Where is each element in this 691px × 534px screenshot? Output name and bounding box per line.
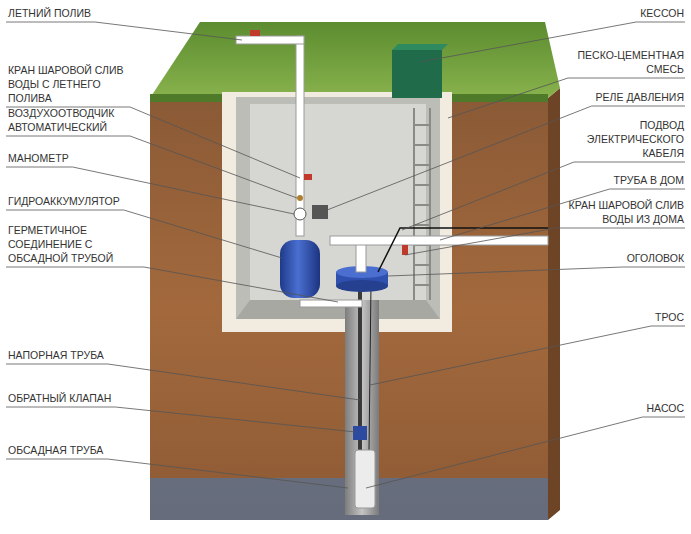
callout-label: ГИДРОАККУМУЛЯТОР bbox=[8, 194, 120, 208]
callout-label: МАНОМЕТР bbox=[8, 151, 69, 165]
callout-label: НАПОРНАЯ ТРУБА bbox=[8, 348, 104, 362]
caisson-lid bbox=[392, 50, 442, 98]
leader-line bbox=[405, 228, 556, 255]
leader-line bbox=[643, 417, 685, 418]
leader-line bbox=[448, 78, 568, 118]
summer-pipe-top bbox=[236, 36, 304, 44]
ladder bbox=[414, 108, 430, 300]
leader-line bbox=[6, 267, 144, 268]
callout-label: ЛЕТНИЙ ПОЛИВ bbox=[8, 6, 91, 20]
leader-line bbox=[366, 417, 643, 488]
pressure-pipe bbox=[358, 284, 362, 450]
leader-line bbox=[636, 22, 685, 23]
leader-line bbox=[556, 228, 685, 229]
leader-line bbox=[440, 189, 610, 240]
callout-label: ГЕРМЕТИЧНОЕ СОЕДИНЕНИЕ С ОБСАДНОЙ ТРУБОЙ bbox=[8, 223, 140, 265]
leader-line bbox=[6, 22, 95, 23]
leader-line bbox=[370, 326, 651, 385]
hydro-tank bbox=[280, 240, 320, 298]
leader-line bbox=[108, 364, 360, 400]
caisson-floor bbox=[236, 300, 440, 319]
leader-line bbox=[6, 136, 130, 137]
leader-line bbox=[388, 267, 623, 276]
leader-line bbox=[124, 210, 282, 258]
leader-line bbox=[107, 459, 348, 488]
house-pipe bbox=[330, 236, 548, 245]
callout-label: РЕЛЕ ДАВЛЕНИЯ bbox=[596, 90, 684, 104]
leader-line bbox=[574, 162, 685, 163]
wellhead-base bbox=[336, 280, 388, 292]
callout-label: ОГОЛОВОК bbox=[627, 251, 684, 265]
manometer bbox=[294, 208, 306, 220]
leader-line bbox=[95, 22, 242, 40]
callout-label: ОБРАТНЫЙ КЛАПАН bbox=[8, 391, 111, 405]
summer-pipe bbox=[296, 36, 304, 236]
air-vent bbox=[297, 195, 303, 201]
caisson-back bbox=[250, 104, 426, 300]
caisson-lid-top bbox=[392, 44, 448, 50]
rope bbox=[369, 284, 371, 450]
callout-label: ОБСАДНАЯ ТРУБА bbox=[8, 443, 103, 457]
electric-cable bbox=[378, 228, 548, 272]
summer-tap bbox=[250, 30, 260, 36]
leader-line bbox=[6, 167, 73, 168]
leader-line bbox=[6, 364, 108, 365]
callout-label: ПОДВОД ЭЛЕКТРИЧЕСКОГО КАБЕЛЯ bbox=[578, 118, 684, 160]
soil-side bbox=[548, 88, 560, 520]
callout-label: КРАН ШАРОВОЙ СЛИВ ВОДЫ ИЗ ДОМА bbox=[560, 198, 684, 226]
callout-label: НАСОС bbox=[647, 401, 684, 415]
leader-line bbox=[6, 407, 115, 408]
pump bbox=[355, 450, 375, 508]
leader-line bbox=[651, 326, 685, 327]
house-drain-tap bbox=[402, 245, 408, 255]
sand-cement bbox=[222, 92, 452, 332]
leader-line bbox=[144, 267, 338, 302]
leader-line bbox=[130, 136, 297, 198]
summer-drain-tap bbox=[304, 174, 312, 180]
leader-line bbox=[6, 210, 124, 211]
callout-label: ВОЗДУХООТВОДЧИК АВТОМАТИЧЕСКИЙ bbox=[8, 106, 126, 134]
leader-line bbox=[610, 189, 685, 190]
leader-line bbox=[322, 106, 592, 212]
grass-top bbox=[150, 22, 560, 98]
leader-line bbox=[6, 459, 107, 460]
pressure-relay bbox=[312, 205, 328, 219]
callout-label: КРАН ШАРОВОЙ СЛИВ ВОДЫ С ЛЕТНЕГО ПОЛИВА bbox=[8, 63, 126, 105]
leader-line bbox=[623, 267, 685, 268]
callout-label: ТРОС bbox=[655, 310, 684, 324]
check-valve bbox=[353, 426, 367, 440]
callout-label: ПЕСКО-ЦЕМЕНТНАЯ СМЕСЬ bbox=[572, 48, 684, 76]
leader-line bbox=[568, 78, 685, 79]
leader-line bbox=[592, 106, 685, 107]
leader-line bbox=[402, 162, 574, 230]
callout-label: КЕССОН bbox=[640, 6, 684, 20]
callout-label: ТРУБА В ДОМ bbox=[614, 173, 684, 187]
leader-line bbox=[115, 407, 356, 432]
